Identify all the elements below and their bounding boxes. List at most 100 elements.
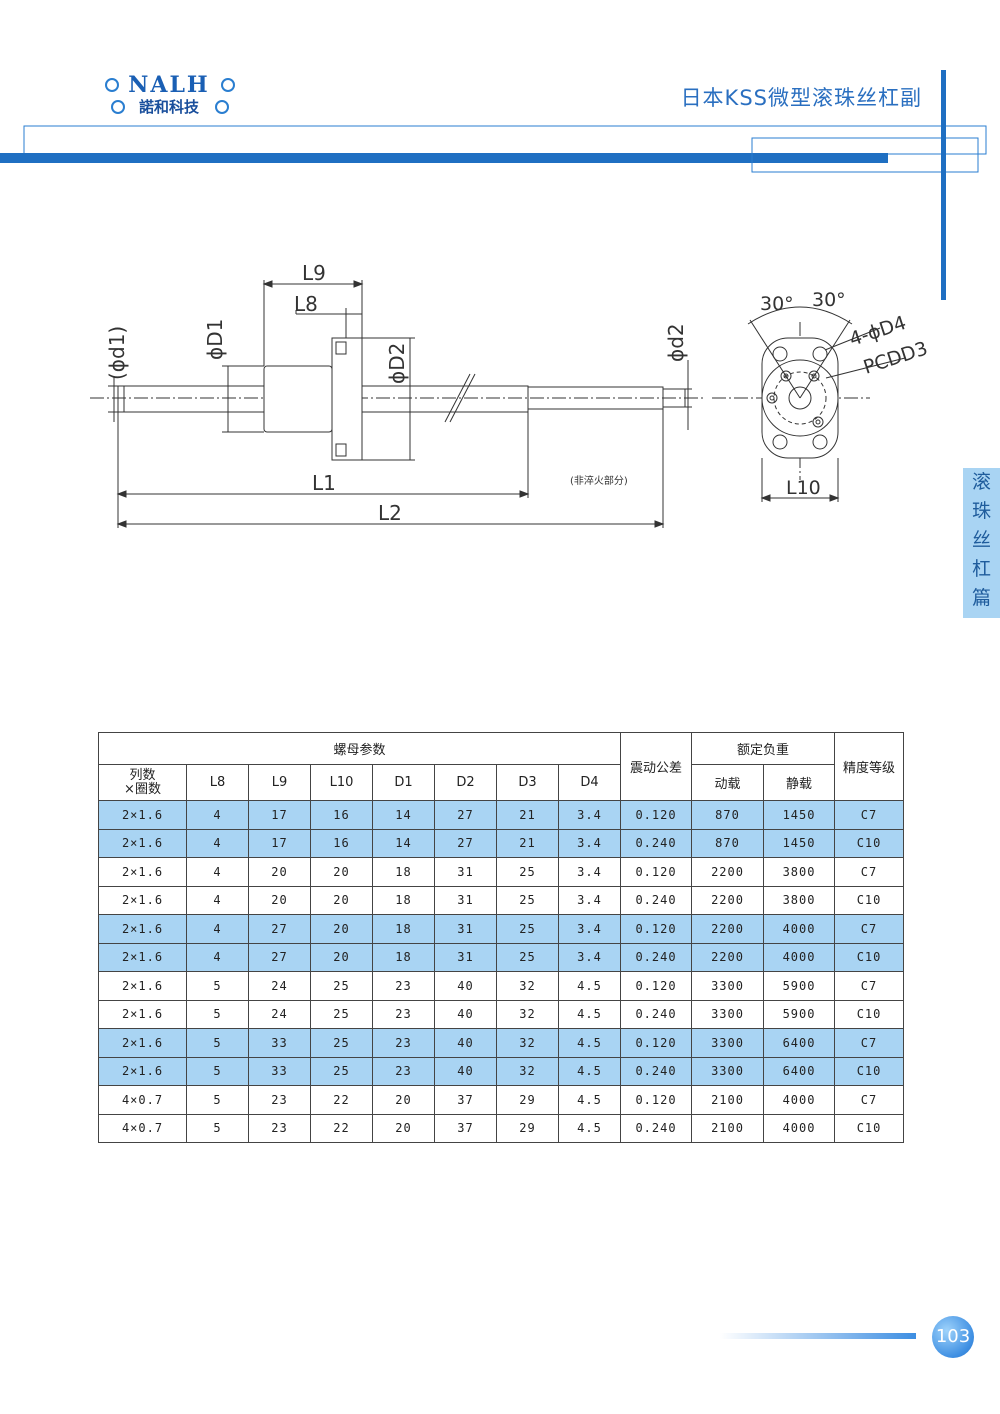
table-cell: 27: [248, 942, 311, 972]
table-cell: 2×1.6: [98, 1056, 187, 1086]
table-cell: 0.120: [620, 800, 693, 830]
table-cell: 0.240: [620, 828, 693, 858]
table-cell: 2200: [691, 914, 765, 944]
table-cell: 31: [434, 857, 497, 887]
table-cell: 4: [186, 914, 249, 944]
label-D2: ϕD2: [385, 343, 409, 384]
table-cell: 20: [372, 1085, 435, 1115]
side-tab-char: 篇: [971, 587, 991, 609]
nut-front-view: [712, 306, 906, 502]
table-cell: 0.240: [620, 1113, 693, 1143]
table-cell: 25: [310, 1056, 373, 1086]
table-cell: 20: [310, 914, 373, 944]
table-cell: C7: [834, 800, 905, 830]
table-cell: 3300: [691, 999, 765, 1029]
spec-table: 螺母参数 震动公差 额定负重 精度等级 列数 ×圈数 L8 L9 L10 D1 …: [97, 732, 905, 1143]
table-cell: 31: [434, 914, 497, 944]
page-title: 日本KSS微型滚珠丝杠副: [680, 86, 922, 110]
label-L1: L1: [312, 471, 336, 495]
table-cell: 3.4: [557, 885, 622, 915]
table-cell: 2×1.6: [98, 914, 187, 944]
table-cell: 22: [310, 1085, 373, 1115]
header-small-box: [751, 137, 979, 173]
header-vertical-bar: [941, 70, 946, 300]
table-cell: 2200: [691, 857, 765, 887]
header-col: D3: [496, 764, 559, 801]
table-cell: 3300: [691, 971, 765, 1001]
table-cell: 4×0.7: [98, 1113, 187, 1143]
table-cell: 27: [248, 914, 311, 944]
table-cell: 32: [496, 1028, 559, 1058]
table-cell: 23: [372, 971, 435, 1001]
table-cell: C10: [834, 885, 905, 915]
break-mark: [444, 373, 471, 423]
table-cell: 2200: [691, 885, 765, 915]
section-side-tab: 滚 珠 丝 杠 篇: [963, 468, 1000, 618]
table-cell: 3.4: [557, 942, 622, 972]
table-cell: 27: [434, 828, 497, 858]
table-cell: 18: [372, 885, 435, 915]
table-cell: 21: [496, 828, 559, 858]
table-cell: 40: [434, 999, 497, 1029]
header-static: 静载: [763, 764, 836, 801]
table-cell: 3.4: [557, 828, 622, 858]
header-rated-load: 额定负重: [691, 732, 836, 765]
header-col: L9: [248, 764, 311, 801]
table-cell: C7: [834, 857, 905, 887]
table-cell: 40: [434, 1028, 497, 1058]
label-D1: ϕD1: [203, 319, 227, 360]
table-cell: 23: [372, 999, 435, 1029]
table-cell: 3.4: [557, 914, 622, 944]
side-tab-char: 滚: [971, 471, 991, 493]
table-cell: 2100: [691, 1113, 765, 1143]
table-cell: 29: [496, 1085, 559, 1115]
table-cell: 23: [372, 1028, 435, 1058]
screw-circle: [788, 386, 812, 410]
table-cell: 2×1.6: [98, 885, 187, 915]
label-d2: ϕd2: [664, 323, 688, 362]
header-col: D2: [434, 764, 497, 801]
table-cell: 24: [248, 999, 311, 1029]
table-cell: 23: [372, 1056, 435, 1086]
table-cell: 2×1.6: [98, 828, 187, 858]
table-cell: 22: [310, 1113, 373, 1143]
table-cell: 18: [372, 942, 435, 972]
table-cell: 3.4: [557, 800, 622, 830]
table-cell: 14: [372, 828, 435, 858]
table-cell: 0.120: [620, 971, 693, 1001]
header-decoration: [0, 70, 987, 300]
label-note: (非淬火部分): [570, 474, 628, 487]
table-cell: 17: [248, 800, 311, 830]
table-cell: 0.240: [620, 942, 693, 972]
table-cell: 20: [310, 885, 373, 915]
flange-hole-bottom: [335, 443, 347, 457]
table-cell: 21: [496, 800, 559, 830]
table-cell: C10: [834, 828, 905, 858]
logo-text-top: NALH: [128, 72, 210, 98]
table-cell: 14: [372, 800, 435, 830]
table-cell: C10: [834, 1056, 905, 1086]
side-tab-char: 杠: [971, 558, 991, 580]
table-cell: 25: [310, 1028, 373, 1058]
table-cell: 18: [372, 914, 435, 944]
table-cell: 3300: [691, 1028, 765, 1058]
table-cell: 4000: [763, 1085, 836, 1115]
table-cell: 2100: [691, 1085, 765, 1115]
table-cell: 0.240: [620, 885, 693, 915]
label-d1: (ϕd1): [105, 326, 129, 380]
table-cell: 4.5: [557, 1113, 622, 1143]
table-cell: 20: [248, 857, 311, 887]
table-cell: 16: [310, 828, 373, 858]
table-cell: 40: [434, 971, 497, 1001]
table-cell: 25: [310, 999, 373, 1029]
table-cell: 32: [496, 971, 559, 1001]
table-cell: 0.120: [620, 1085, 693, 1115]
table-cell: 870: [691, 800, 765, 830]
table-cell: 3800: [763, 885, 836, 915]
table-cell: 2×1.6: [98, 857, 187, 887]
table-cell: 40: [434, 1056, 497, 1086]
label-angle2: 30°: [812, 289, 846, 311]
